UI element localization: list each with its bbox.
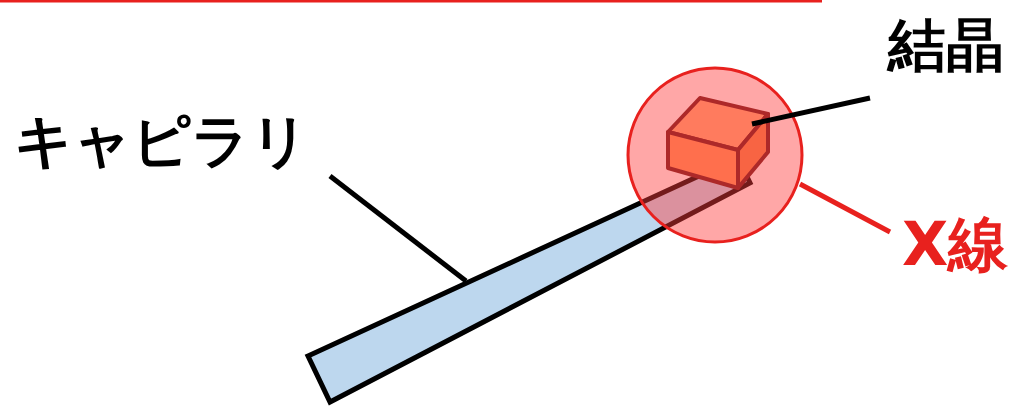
top-rule: [0, 0, 822, 3]
leader-line: [330, 176, 466, 281]
beam-name: X線: [902, 214, 1008, 274]
leader-line: [752, 98, 870, 124]
leader-line: [800, 184, 890, 232]
part-name: キャピラリ: [14, 112, 309, 170]
part-name: 結晶: [888, 16, 1004, 74]
xray-spot: [628, 68, 802, 242]
